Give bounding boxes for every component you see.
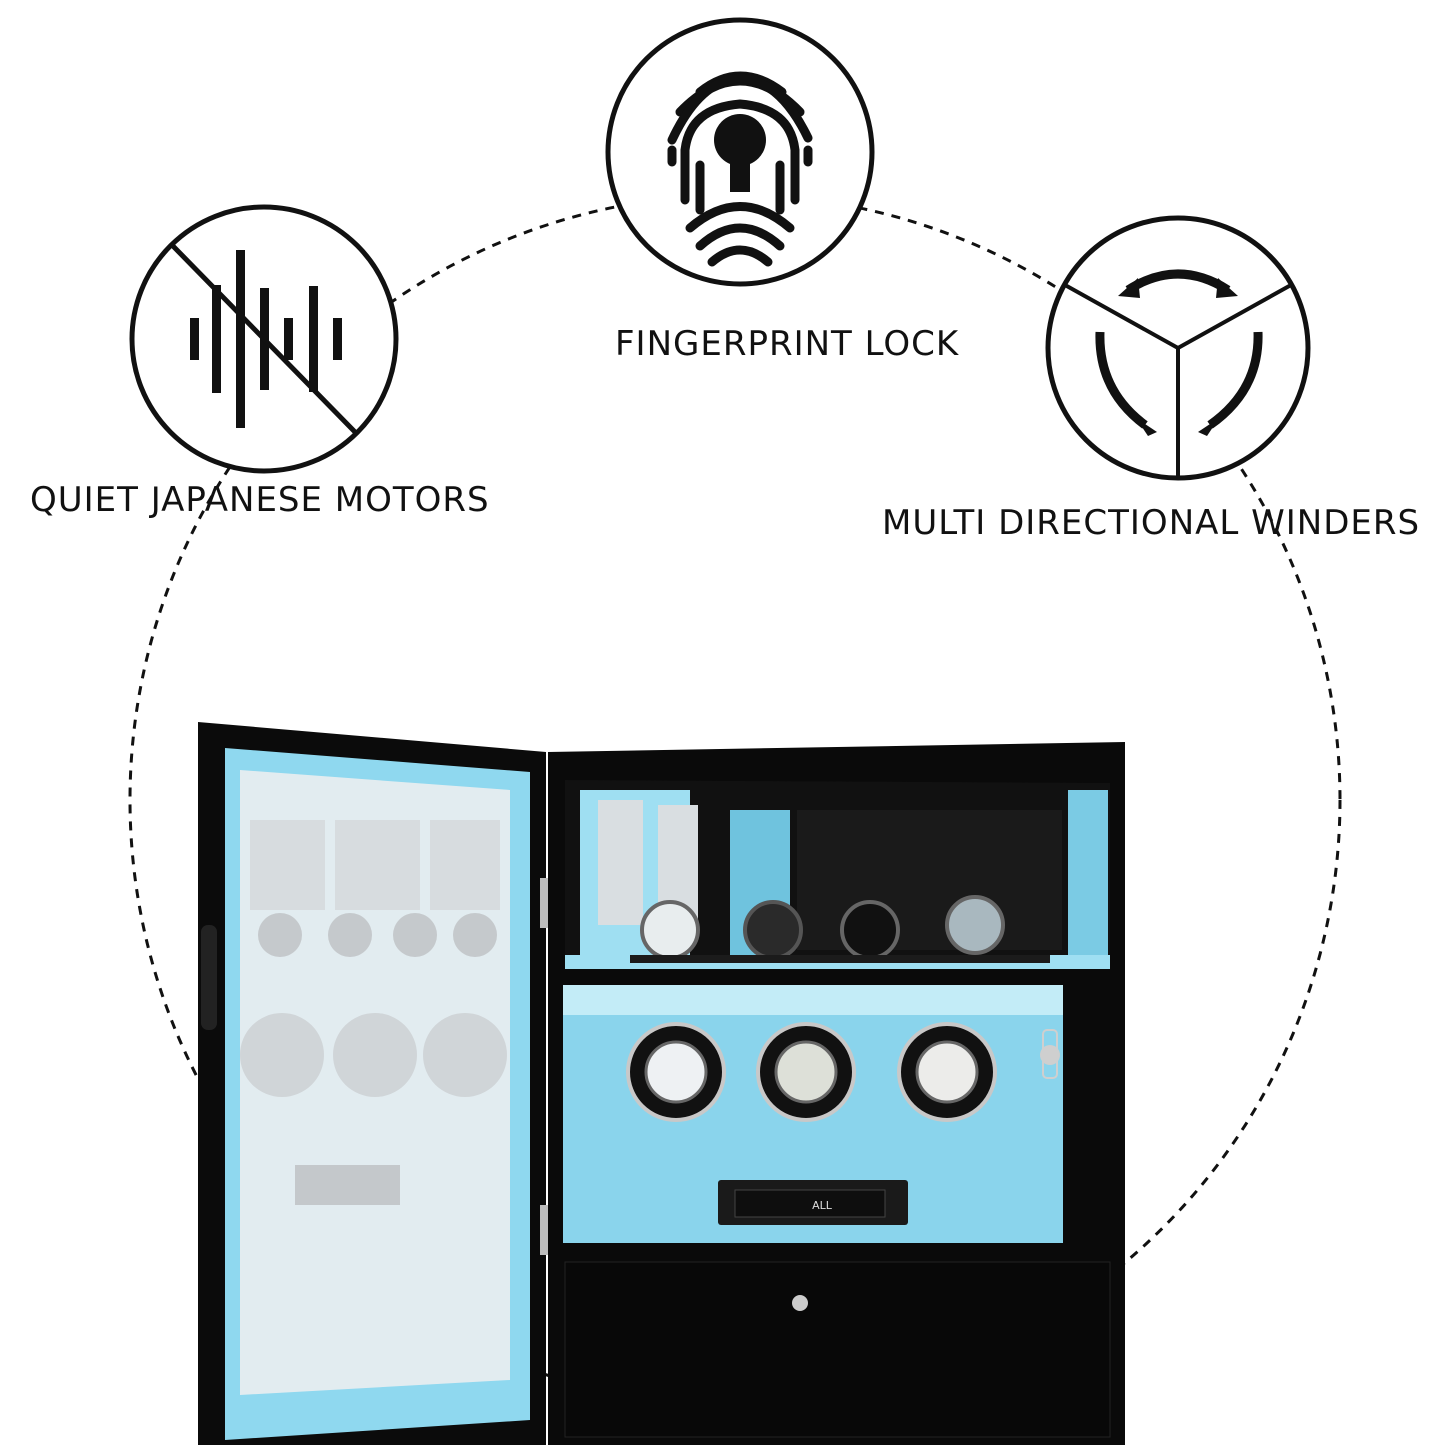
winder-rotor-2 (756, 1022, 856, 1122)
quiet-motors-label: QUIET JAPANESE MOTORS (30, 480, 490, 520)
control-panel-all-label: ALL (812, 1199, 833, 1212)
no-sound-waves-icon (129, 204, 399, 474)
multi-directional-label: MULTI DIRECTIONAL WINDERS (882, 503, 1421, 543)
cabinet-body: ALL (548, 742, 1125, 1445)
rotation-arrows-icon (1045, 215, 1311, 481)
winder-rotor-3 (897, 1022, 997, 1122)
dashed-connector-circle (128, 193, 1342, 1407)
cabinet-door (198, 722, 554, 1445)
fingerprint-keyhole-icon (605, 17, 875, 287)
winder-rotor-1 (626, 1022, 726, 1122)
watch-winder-cabinet: ALL (198, 722, 1125, 1445)
fingerprint-lock-label: FINGERPRINT LOCK (615, 324, 960, 364)
control-panel: ALL (718, 1180, 908, 1225)
